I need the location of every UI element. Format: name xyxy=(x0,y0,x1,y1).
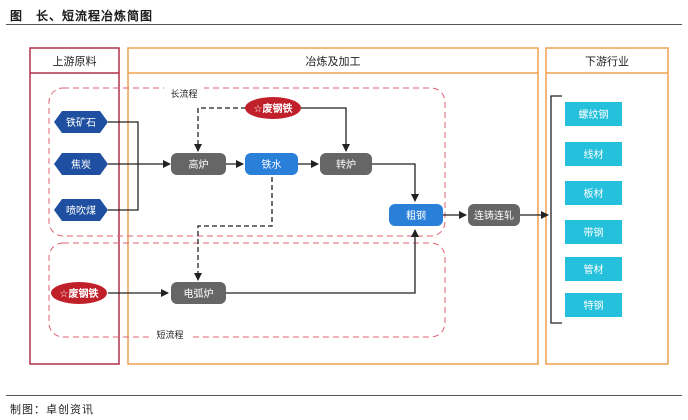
long-route-label-bg xyxy=(164,86,204,100)
product-strip-label: 带钢 xyxy=(584,226,604,239)
connectors xyxy=(108,107,549,297)
section-downstream: 下游行业 xyxy=(545,47,669,365)
node-hot-metal-label: 铁水 xyxy=(262,158,282,171)
product-plate: 板材 xyxy=(565,181,622,205)
raw-coke: 焦炭 xyxy=(54,153,108,175)
node-casting-label: 连铸连轧 xyxy=(474,209,514,222)
short-route-label: 短流程 xyxy=(156,329,183,341)
long-route-label: 长流程 xyxy=(170,88,197,100)
section-raw-label: 上游原料 xyxy=(53,54,97,68)
section-raw: 上游原料 xyxy=(29,47,120,365)
section-process: 冶炼及加工 xyxy=(127,47,539,365)
scrap-short-label: ☆废钢铁 xyxy=(60,287,99,300)
product-special-steel: 特钢 xyxy=(565,293,622,317)
figure-title-bar: 图 长、短流程冶炼简图 xyxy=(6,4,682,25)
scrap-short: ☆废钢铁 xyxy=(51,282,107,304)
product-rebar: 螺纹钢 xyxy=(565,102,622,126)
downstream-bracket xyxy=(550,95,562,324)
product-special-steel-label: 特钢 xyxy=(584,299,604,312)
dashed-connectors xyxy=(194,107,273,281)
node-blast-furnace-label: 高炉 xyxy=(189,158,209,171)
product-wire-rod-label: 线材 xyxy=(584,148,604,161)
raw-pci-label: 喷吹煤 xyxy=(66,204,96,217)
node-eaf: 电弧炉 xyxy=(171,282,226,304)
node-casting: 连铸连轧 xyxy=(468,204,520,226)
figure-title: 图 长、短流程冶炼简图 xyxy=(10,9,154,23)
node-crude-steel: 粗钢 xyxy=(389,204,443,226)
raw-coke-label: 焦炭 xyxy=(71,158,91,171)
section-downstream-label: 下游行业 xyxy=(585,55,629,68)
short-route-label-bg xyxy=(150,328,190,342)
section-process-label: 冶炼及加工 xyxy=(306,54,361,68)
scrap-long: ☆废钢铁 xyxy=(245,97,301,119)
raw-ore: 铁矿石 xyxy=(54,111,108,133)
short-route-region xyxy=(48,242,446,338)
product-plate-label: 板材 xyxy=(584,187,604,200)
node-blast-furnace: 高炉 xyxy=(171,153,226,175)
node-hot-metal: 铁水 xyxy=(245,153,298,175)
product-pipe-label: 管材 xyxy=(584,263,604,276)
raw-pci: 喷吹煤 xyxy=(54,199,108,221)
node-converter: 转炉 xyxy=(320,153,372,175)
node-crude-steel-label: 粗钢 xyxy=(406,209,426,222)
source-bar: 制图：卓创资讯 xyxy=(6,395,682,418)
product-strip: 带钢 xyxy=(565,220,622,244)
scrap-long-label: ☆废钢铁 xyxy=(254,102,293,115)
node-eaf-label: 电弧炉 xyxy=(184,287,214,300)
product-wire-rod: 线材 xyxy=(565,142,622,166)
long-route-region xyxy=(48,87,446,237)
node-converter-label: 转炉 xyxy=(336,158,356,171)
product-rebar-label: 螺纹钢 xyxy=(579,108,609,121)
source-note: 制图：卓创资讯 xyxy=(10,403,94,416)
raw-ore-label: 铁矿石 xyxy=(66,116,96,129)
product-pipe: 管材 xyxy=(565,257,622,281)
